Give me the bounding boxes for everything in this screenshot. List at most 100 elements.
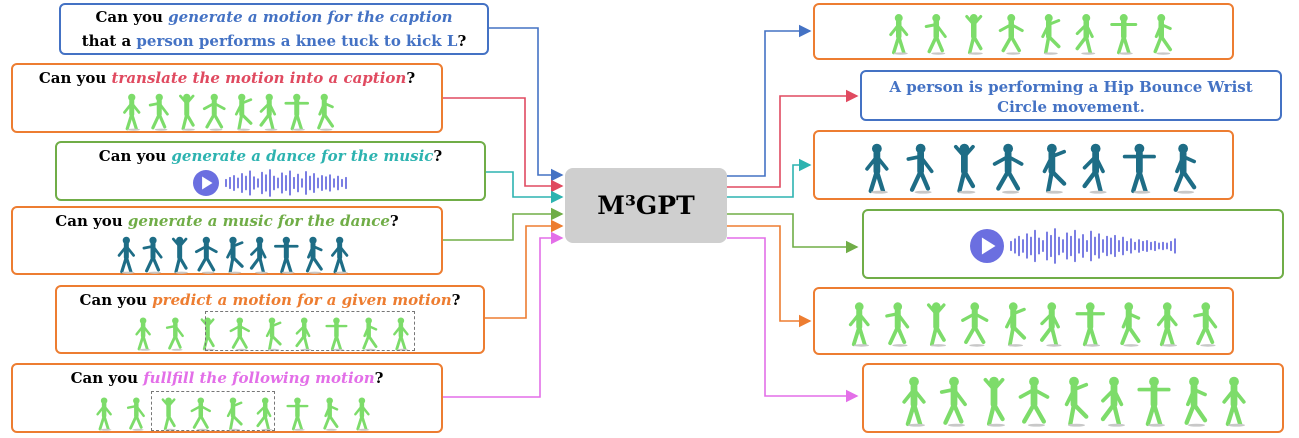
motion-figure-icon — [202, 93, 226, 131]
motion-figure-icon — [256, 397, 273, 431]
input-box-text-to-motion: Can you generate a motion for the captio… — [59, 3, 489, 55]
motion-figure-icon — [354, 397, 370, 431]
prompt-prefix: Can you — [95, 8, 169, 26]
motion-figure-icon — [1120, 302, 1141, 347]
dance-figure-icon — [865, 143, 889, 194]
dance-sequence — [855, 140, 1205, 194]
motion-figure-icon — [1193, 302, 1218, 347]
dance-figure-icon — [142, 236, 163, 274]
motion-figure-icon — [1100, 376, 1126, 427]
arrow-in-teal — [486, 171, 564, 204]
dance-figure-icon — [171, 236, 188, 274]
dance-figure-icon — [117, 236, 135, 274]
motion-figure-icon — [1184, 376, 1208, 427]
dance-figure-icon — [1082, 143, 1107, 194]
arrow-out-blue — [727, 24, 812, 177]
motion-figure-icon — [1153, 14, 1172, 55]
motion-sequence — [840, 299, 1225, 347]
dance-figure-icon — [1122, 143, 1156, 194]
motion-figure-icon — [126, 397, 145, 431]
motion-figure-icon — [148, 93, 169, 131]
motion-figure-icon — [295, 317, 312, 351]
motion-figure-icon — [1110, 14, 1138, 55]
prompt-line: Can you generate a dance for the music? — [57, 147, 484, 165]
motion-figure-icon — [362, 317, 378, 351]
prompt-prefix: Can you — [38, 69, 112, 87]
motion-figure-icon — [889, 14, 909, 55]
prompt-suffix: ? — [374, 369, 384, 387]
prompt-task: predict a motion for a given motion — [152, 291, 452, 309]
prompt-task: generate a music for the dance — [127, 212, 390, 230]
arrow-in-green — [443, 207, 564, 241]
motion-figure-icon — [259, 93, 278, 131]
motion-figure-icon — [161, 397, 176, 431]
arrow-in-pink — [443, 231, 564, 398]
prompt-line-2: that a person performs a knee tuck to ki… — [61, 32, 487, 50]
m3gpt-model-box: M³GPT — [565, 168, 727, 243]
motion-figure-icon — [123, 93, 141, 131]
motion-figure-icon — [393, 317, 409, 351]
motion-figure-icon — [885, 302, 910, 347]
arrow-in-red — [443, 97, 564, 193]
prompt-prefix: that a — [81, 32, 137, 50]
output-box-caption: A person is performing a Hip Bounce Wris… — [860, 70, 1282, 121]
prompt-line: Can you translate the motion into a capt… — [13, 69, 441, 87]
audio-clip — [969, 228, 1184, 264]
motion-figure-icon — [234, 93, 253, 131]
input-box-motion-prediction: Can you predict a motion for a given mot… — [55, 285, 485, 354]
output-box-dance — [813, 130, 1234, 200]
dance-figure-icon — [305, 236, 323, 274]
motion-figure-icon — [165, 317, 184, 351]
input-box-dance-to-music: Can you generate a music for the dance? — [11, 206, 443, 275]
audio-clip — [192, 169, 352, 197]
motion-sequence — [880, 11, 1180, 55]
motion-figure-icon — [286, 397, 309, 431]
motion-figure-icon — [1041, 14, 1061, 55]
audio-waveform-icon — [225, 169, 347, 197]
prompt-prefix: Can you — [79, 291, 153, 309]
dance-figure-icon — [1042, 143, 1067, 194]
motion-figure-icon — [96, 397, 112, 431]
arrow-in-orange — [485, 219, 564, 319]
motion-figure-icon — [190, 397, 212, 431]
motion-figure-icon — [939, 376, 967, 427]
motion-figure-icon — [1040, 302, 1062, 347]
prompt-suffix: ? — [433, 147, 443, 165]
arrow-out-pink — [727, 237, 859, 403]
caption-text: A person is performing a Hip Bounce Wris… — [889, 78, 1253, 116]
prompt-line: Can you generate a music for the dance? — [13, 212, 441, 230]
motion-figure-icon — [1064, 376, 1089, 427]
motion-figure-icon — [1222, 376, 1246, 427]
motion-figure-icon — [961, 302, 989, 347]
motion-figure-icon — [902, 376, 926, 427]
motion-figure-icon — [924, 14, 947, 55]
output-box-motion — [813, 3, 1234, 60]
prompt-suffix: ? — [451, 291, 461, 309]
input-box-motion-to-text: Can you translate the motion into a capt… — [11, 63, 443, 133]
dance-sequence — [113, 234, 353, 274]
motion-figure-icon — [323, 397, 339, 431]
prompt-task: fullfill the following motion — [143, 369, 375, 387]
model-name: M³GPT — [597, 191, 695, 220]
motion-figure-icon — [265, 317, 282, 351]
dance-figure-icon — [249, 236, 268, 274]
play-button-icon — [193, 170, 219, 196]
prompt-suffix: ? — [389, 212, 399, 230]
output-box-motion-inbetween — [862, 363, 1284, 433]
prompt-prefix: Can you — [55, 212, 128, 230]
motion-sequence — [127, 315, 417, 351]
dance-figure-icon — [226, 236, 244, 274]
dance-figure-icon — [331, 236, 349, 274]
motion-figure-icon — [926, 302, 947, 347]
dance-figure-icon — [906, 143, 934, 194]
motion-figure-icon — [1137, 376, 1171, 427]
dance-figure-icon — [1173, 143, 1197, 194]
prompt-suffix: ? — [406, 69, 416, 87]
motion-figure-icon — [1156, 302, 1178, 347]
motion-figure-icon — [848, 302, 870, 347]
prompt-prefix: Can you — [98, 147, 172, 165]
prompt-task: translate the motion into a caption — [111, 69, 407, 87]
arrow-out-teal — [727, 158, 812, 198]
prompt-task: generate a dance for the music — [171, 147, 434, 165]
